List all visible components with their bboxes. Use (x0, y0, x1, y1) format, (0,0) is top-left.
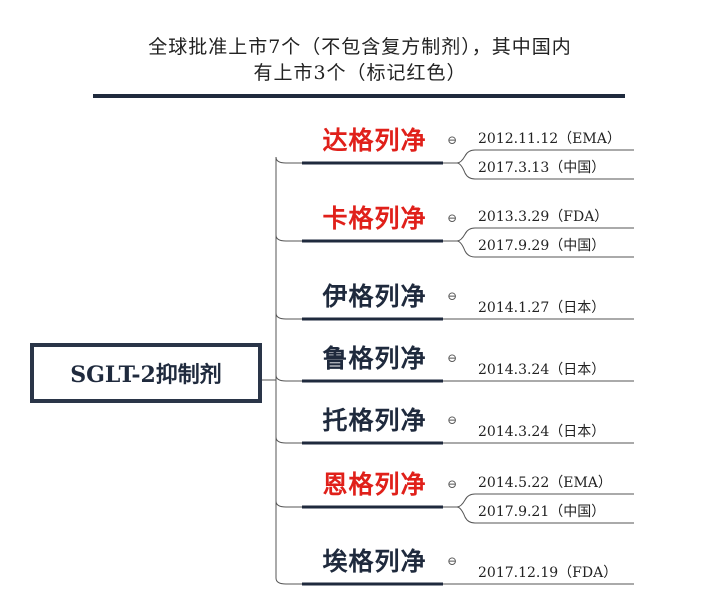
date-fork (443, 149, 634, 164)
drug-name[interactable]: 托格列净 (322, 406, 427, 435)
minus-circle-icon[interactable]: ⊖ (446, 289, 458, 303)
title-underline (93, 94, 625, 98)
spine-branch (275, 234, 302, 380)
approval-date: 2014.1.27（日本） (478, 300, 606, 316)
drug-name[interactable]: 恩格列净 (322, 470, 427, 499)
minus-circle-icon[interactable]: ⊖ (446, 211, 458, 225)
root-label: SGLT-2抑制剂 (70, 362, 222, 388)
root-node[interactable]: SGLT-2抑制剂 (30, 343, 262, 403)
approval-date: 2017.9.21（中国） (478, 504, 606, 520)
approval-date: 2014.5.22（EMA） (478, 475, 612, 491)
date-fork (443, 240, 634, 258)
approval-date: 2013.3.29（FDA） (478, 209, 609, 225)
approval-date: 2017.3.13（中国） (478, 160, 606, 176)
minus-circle-icon[interactable]: ⊖ (446, 351, 458, 365)
drug-name[interactable]: 埃格列净 (322, 547, 427, 576)
spine-branch (275, 156, 302, 380)
minus-circle-icon[interactable]: ⊖ (446, 477, 458, 491)
spine-branch (275, 374, 302, 382)
approval-date: 2012.11.12（EMA） (478, 131, 621, 147)
spine-branch (275, 380, 302, 585)
approval-date: 2017.9.29（中国） (478, 238, 606, 254)
approval-date: 2014.3.24（日本） (478, 424, 606, 440)
date-fork (443, 162, 634, 180)
approval-date: 2017.12.19（FDA） (478, 565, 618, 581)
date-fork (443, 227, 634, 242)
drug-name[interactable]: 鲁格列净 (322, 344, 427, 373)
spine-branch (275, 380, 302, 444)
date-fork (443, 506, 634, 524)
date-fork (443, 493, 634, 508)
drug-name[interactable]: 伊格列净 (322, 282, 427, 311)
title-line-2: 有上市3个（标记红色） (253, 62, 467, 84)
minus-circle-icon[interactable]: ⊖ (446, 413, 458, 427)
title-line-1: 全球批准上市7个（不包含复方制剂），其中国内 (148, 36, 572, 58)
minus-circle-icon[interactable]: ⊖ (446, 554, 458, 568)
drug-name[interactable]: 卡格列净 (322, 204, 427, 233)
drug-name[interactable]: 达格列净 (322, 126, 427, 155)
approval-date: 2014.3.24（日本） (478, 362, 606, 378)
minus-circle-icon[interactable]: ⊖ (446, 133, 458, 147)
spine-branch (275, 312, 302, 380)
